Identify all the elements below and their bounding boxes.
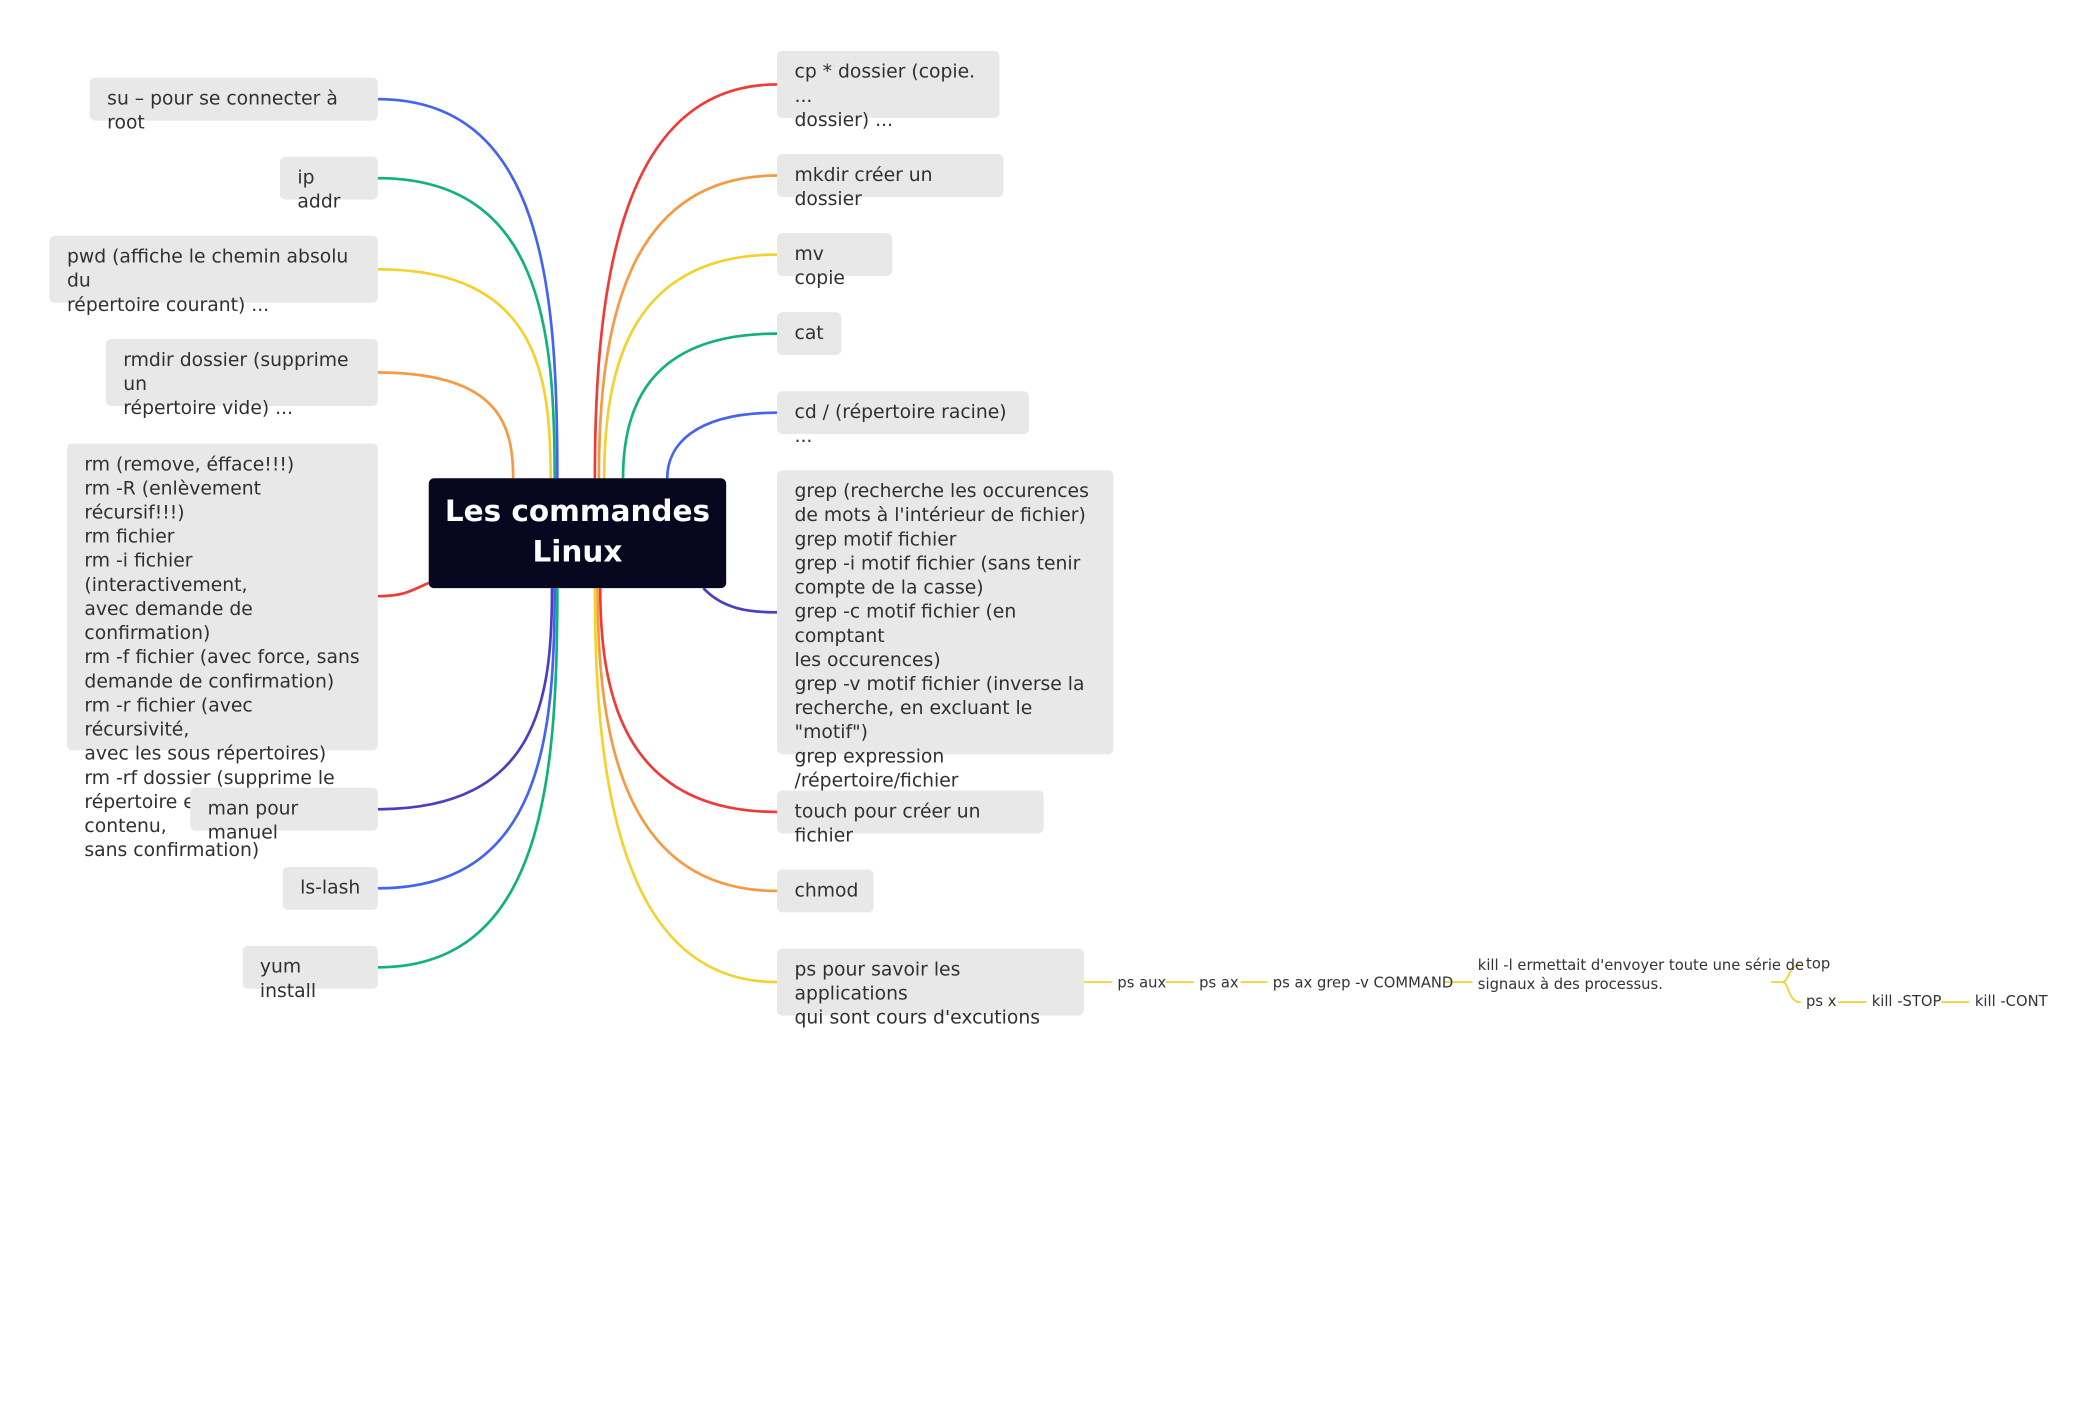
branch-right-8 <box>593 588 778 984</box>
branch-right-1 <box>597 174 778 479</box>
node-kill-stop[interactable]: kill -STOP <box>1871 992 1942 1011</box>
node-ls-lash[interactable]: ls-lash <box>282 866 378 910</box>
node-cat[interactable]: cat <box>777 312 842 356</box>
node-pwd[interactable]: pwd (affiche le chemin absolu du réperto… <box>49 235 378 316</box>
branch-left-1 <box>377 176 557 479</box>
node-rmdir[interactable]: rmdir dossier (supprime un répertoire vi… <box>105 338 378 419</box>
branch-left-0 <box>377 97 559 479</box>
node-ps-ax-grep[interactable]: ps ax grep -v COMMAND <box>1272 974 1454 992</box>
node-grep[interactable]: grep (recherche les occurences de mots à… <box>777 470 1114 792</box>
node-kill-l[interactable]: kill -l ermettait d'envoyer toute une sé… <box>1477 956 1805 993</box>
connector-lines <box>377 83 1970 1004</box>
node-yum-install[interactable]: yum install <box>242 945 378 1002</box>
node-man[interactable]: man pour manuel <box>190 787 378 844</box>
node-cp[interactable]: cp * dossier (copie. ... dossier) ... <box>777 50 1000 131</box>
branch-left-3 <box>377 371 515 479</box>
branch-right-4 <box>665 411 778 479</box>
branch-left-6 <box>377 588 557 890</box>
branch-right-7 <box>596 588 778 893</box>
node-rm[interactable]: rm (remove, éfface!!!) rm -R (enlèvement… <box>66 443 378 861</box>
node-su-root[interactable]: su – pour se connecter à root <box>89 77 378 134</box>
node-mkdir[interactable]: mkdir créer un dossier <box>777 154 1004 210</box>
branch-right-5 <box>702 587 778 614</box>
branch-right-2 <box>602 253 778 479</box>
branch-left-7 <box>377 588 559 969</box>
branch-right-6 <box>598 588 778 814</box>
branch-left-4 <box>377 581 430 598</box>
node-mv[interactable]: mv copie <box>777 233 893 289</box>
node-ps-ax[interactable]: ps ax <box>1199 974 1239 992</box>
ps-link-4 <box>1771 963 1801 1004</box>
branch-left-5 <box>377 588 554 811</box>
node-ps[interactable]: ps pour savoir les applications qui sont… <box>777 948 1084 1029</box>
node-top[interactable]: top <box>1806 955 1831 973</box>
node-ip-addr[interactable]: ip addr <box>280 156 378 213</box>
node-ps-x[interactable]: ps x <box>1806 992 1837 1011</box>
branch-right-0 <box>593 83 778 479</box>
node-chmod[interactable]: chmod <box>777 869 874 913</box>
node-ps-aux[interactable]: ps aux <box>1117 974 1167 992</box>
node-cd[interactable]: cd / (répertoire racine) ... <box>777 391 1029 447</box>
node-touch[interactable]: touch pour créer un fichier <box>777 790 1044 847</box>
node-kill-cont[interactable]: kill -CONT <box>1974 992 2048 1011</box>
central-topic[interactable]: Les commandes Linux <box>428 478 727 589</box>
branch-right-3 <box>621 332 778 479</box>
branch-left-2 <box>377 267 552 479</box>
